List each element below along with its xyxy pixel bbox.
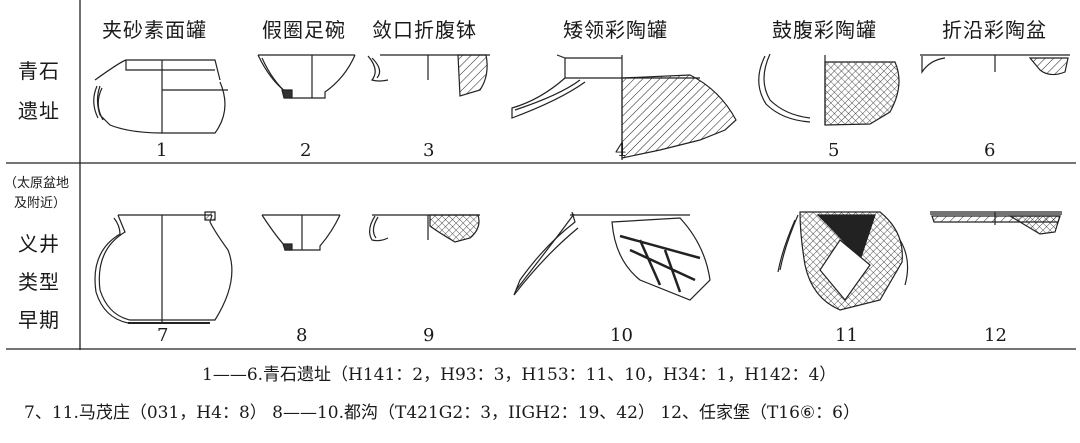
header-col-5: 鼓腹彩陶罐 <box>772 18 877 42</box>
figure-number-6: 6 <box>984 140 996 161</box>
vessel-11-drawing <box>778 212 908 310</box>
caption-line-1: 1——6.青石遗址（H141：2，H93：3，H153：11、10，H34：1，… <box>202 365 837 385</box>
header-col-2: 假圈足碗 <box>262 18 346 42</box>
vessel-12-drawing <box>930 212 1062 234</box>
header-col-3: 敛口折腹钵 <box>372 18 477 42</box>
vessel-7-drawing <box>95 212 232 323</box>
row2-label-line3: 早期 <box>18 308 60 332</box>
row1-label-line2: 遗址 <box>18 99 60 123</box>
row2-label-line2: 类型 <box>18 270 60 294</box>
header-col-4: 矮领彩陶罐 <box>563 18 668 42</box>
figure-number-10: 10 <box>610 325 633 346</box>
vessel-9-drawing <box>370 215 480 242</box>
figure-number-7: 7 <box>157 325 169 346</box>
vessel-3-drawing <box>368 55 490 96</box>
vessel-8-drawing <box>262 215 340 250</box>
row2-note-line2: 及附近） <box>14 196 67 211</box>
header-col-1: 夹砂素面罐 <box>102 18 207 42</box>
caption-line-2: 7、11.马茂庄（031，H4：8） 8——10.都沟（T421G2：3，IIG… <box>24 403 860 423</box>
vessel-1-drawing <box>94 60 228 133</box>
figure-number-2: 2 <box>300 140 312 161</box>
header-col-6: 折沿彩陶盆 <box>942 18 1047 42</box>
vessel-4-drawing <box>512 55 736 160</box>
figure-number-12: 12 <box>984 325 1007 346</box>
figure-number-8: 8 <box>296 325 308 346</box>
vessel-5-drawing <box>759 54 899 125</box>
vessel-2-drawing <box>258 55 355 98</box>
figure-number-4: 4 <box>615 140 627 161</box>
row2-label-line1: 义井 <box>18 232 60 256</box>
figure-number-5: 5 <box>828 140 840 161</box>
row1-label-line1: 青石 <box>18 59 60 83</box>
row2-note-line1: （太原盆地 <box>4 176 70 191</box>
vessel-10-drawing <box>514 212 710 300</box>
figure-number-1: 1 <box>156 140 168 161</box>
vessel-6-drawing <box>920 55 1070 75</box>
figure-number-9: 9 <box>423 325 435 346</box>
figure-number-3: 3 <box>423 140 435 161</box>
figure-number-11: 11 <box>835 325 858 346</box>
